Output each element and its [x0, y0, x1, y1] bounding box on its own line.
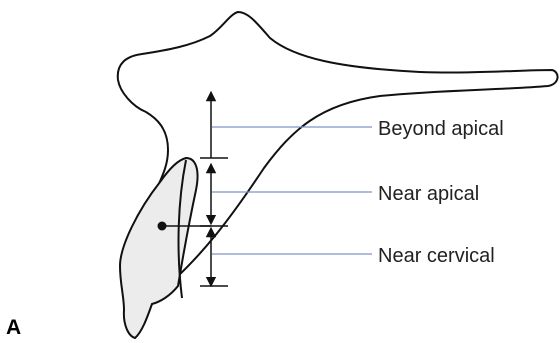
panel-letter: A [6, 316, 21, 339]
tooth-center-dot [158, 222, 167, 231]
label-near-cervical: Near cervical [378, 245, 495, 267]
label-near-apical: Near apical [378, 183, 479, 205]
label-beyond-apical: Beyond apical [378, 118, 504, 140]
